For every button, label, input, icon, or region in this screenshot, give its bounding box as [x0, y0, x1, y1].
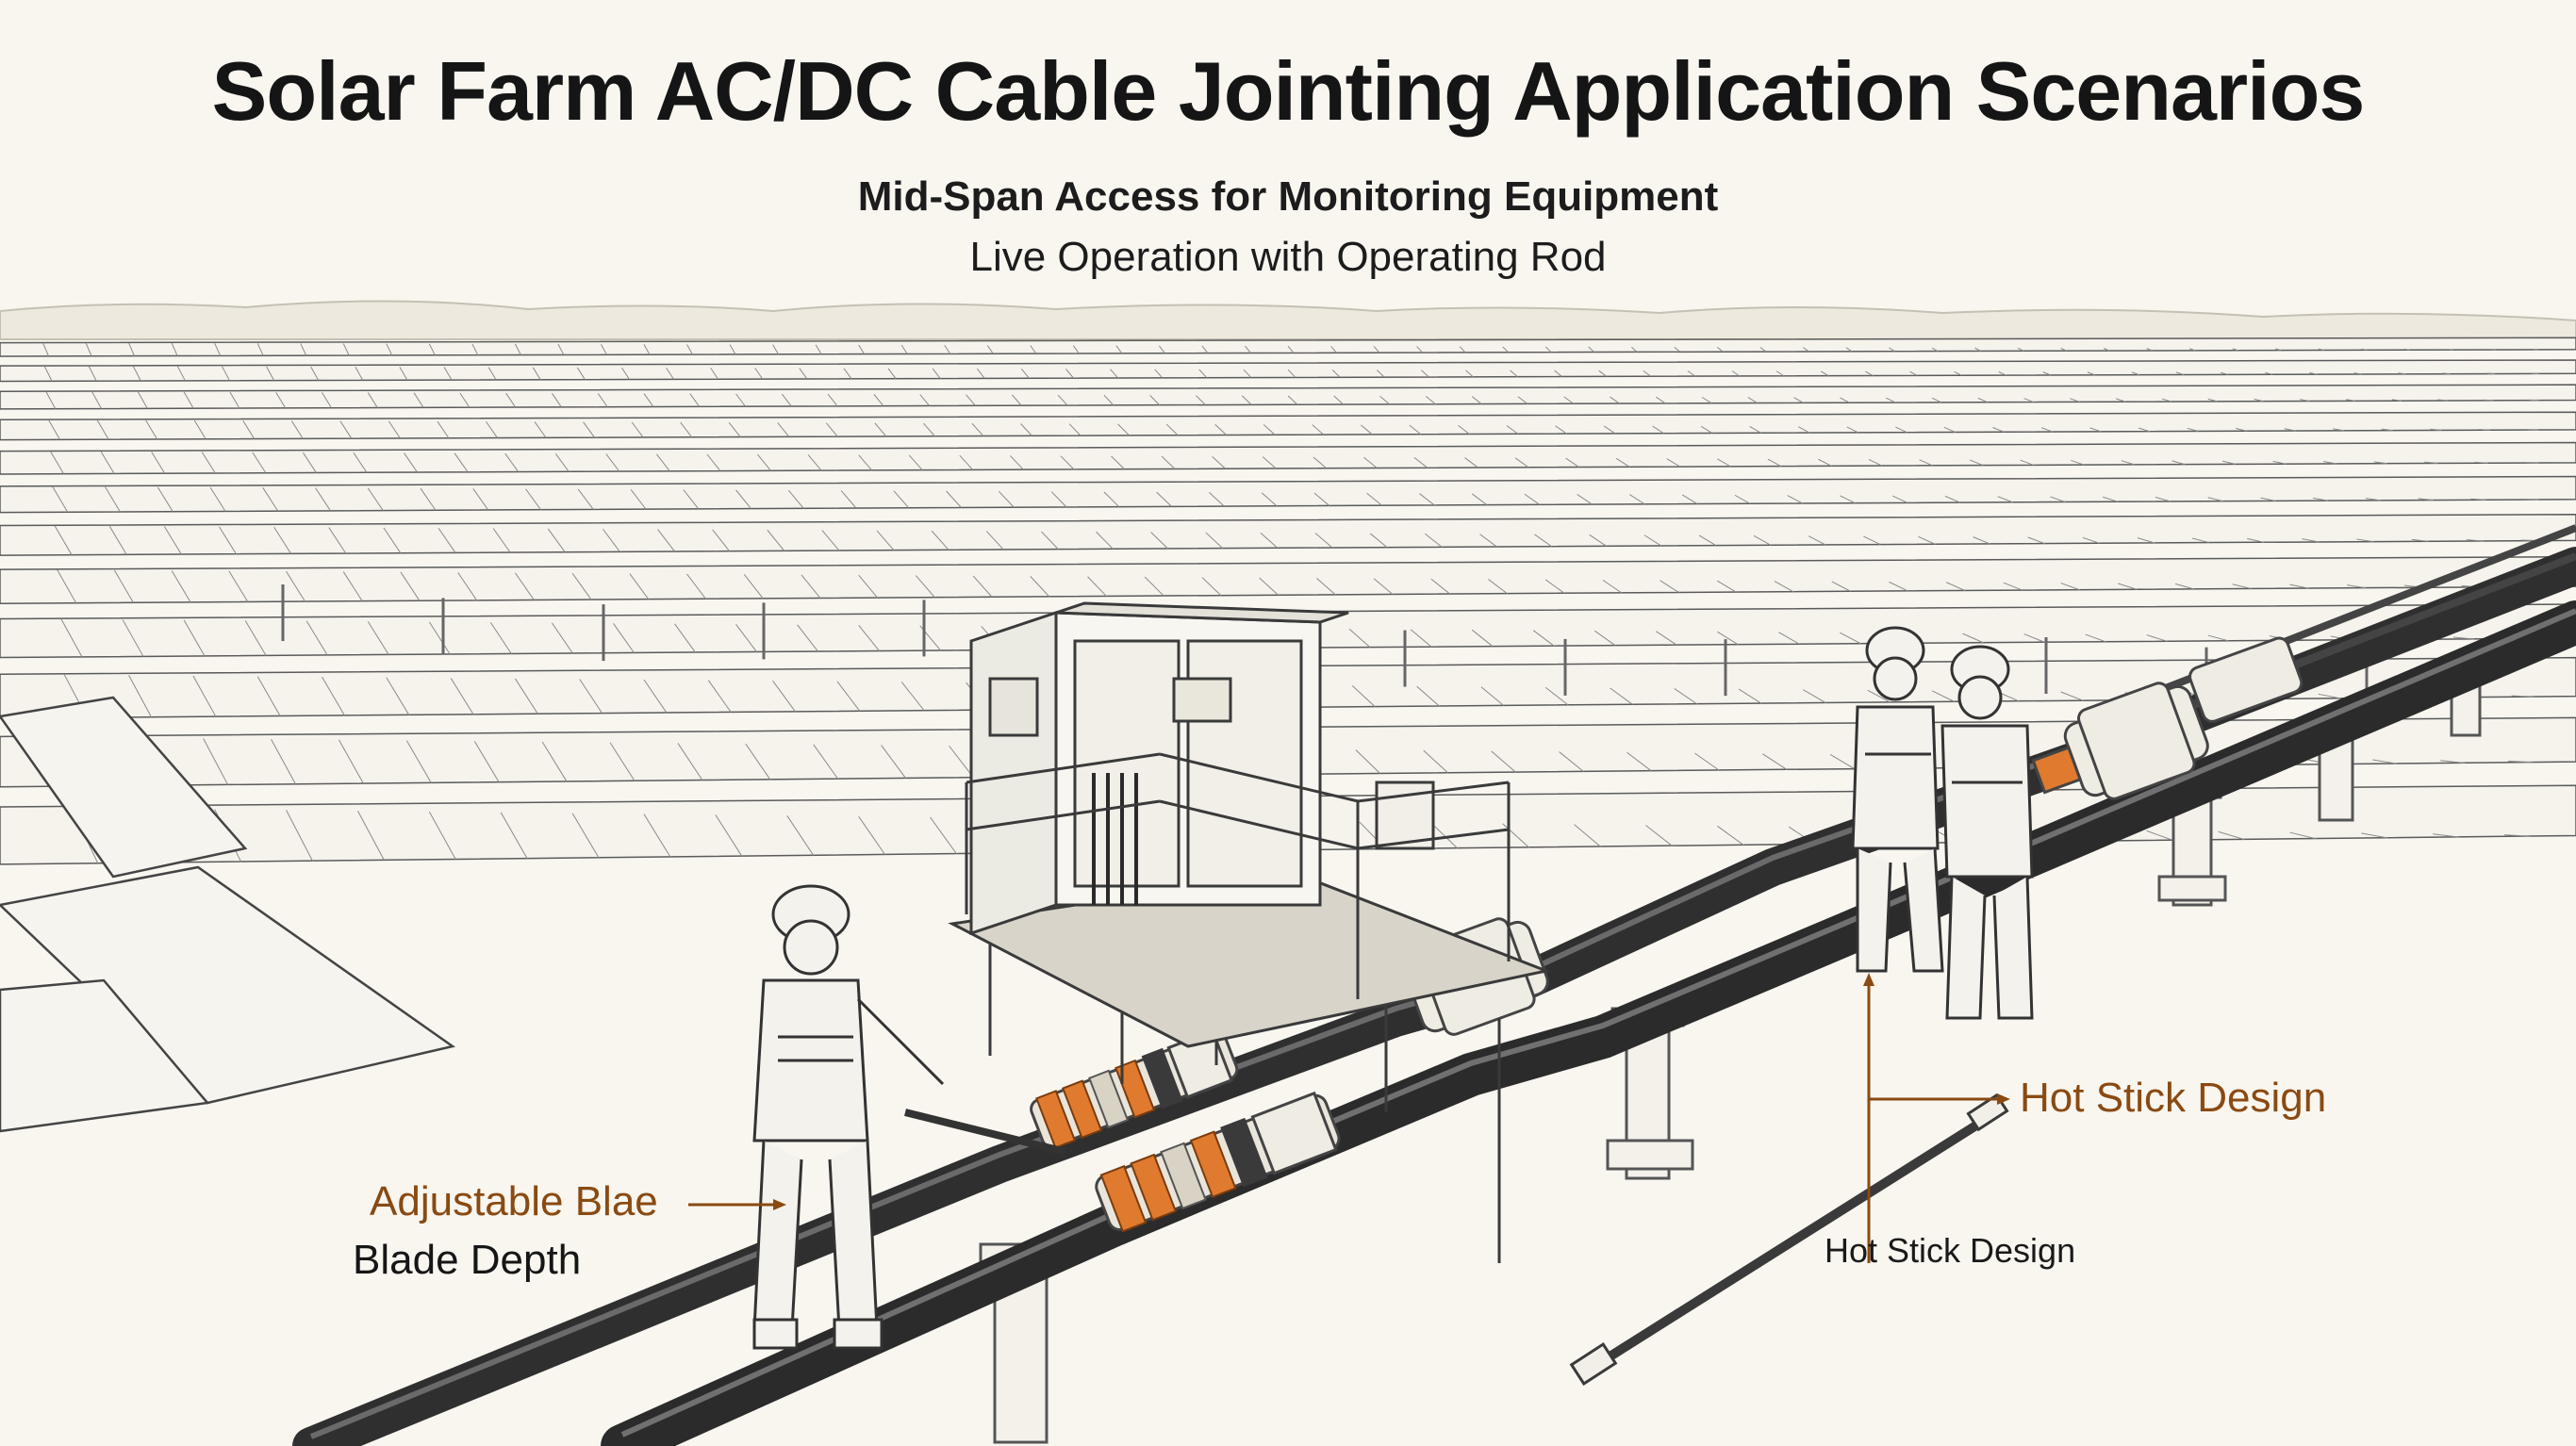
solar-panel-row — [0, 384, 2576, 410]
page-title: Solar Farm AC/DC Cable Jointing Applicat… — [211, 44, 2366, 138]
callout-leaders — [688, 973, 2010, 1263]
page-subtitle: Mid-Span Access for Monitoring Equipment — [857, 173, 1719, 220]
solar-panel-foreground — [0, 978, 210, 1133]
solar-panel-foreground — [0, 696, 248, 879]
page-subtitle-secondary: Live Operation with Operating Rod — [969, 234, 1607, 280]
hot-stick-icon — [1569, 1093, 2009, 1387]
callout-blade-depth: Blade Depth — [353, 1237, 582, 1283]
solar-panel-row — [0, 513, 2576, 556]
callout-hot-stick-design: Hot Stick Design — [2020, 1075, 2327, 1121]
solar-panel-row — [0, 441, 2576, 475]
solar-panel-row — [0, 555, 2576, 604]
inverter-cabinet-icon — [948, 601, 1552, 1263]
worker-hardhat-icon — [752, 626, 2034, 1350]
callout-hot-stick-design-secondary: Hot Stick Design — [1825, 1231, 2076, 1270]
solar-panel-row — [0, 359, 2576, 383]
solar-panel-row — [0, 337, 2576, 357]
callout-adjustable-blade: Adjustable Blae — [370, 1178, 658, 1224]
solar-panel-row — [0, 475, 2576, 514]
solar-panel-row — [0, 411, 2576, 441]
distant-hills — [0, 300, 2576, 340]
